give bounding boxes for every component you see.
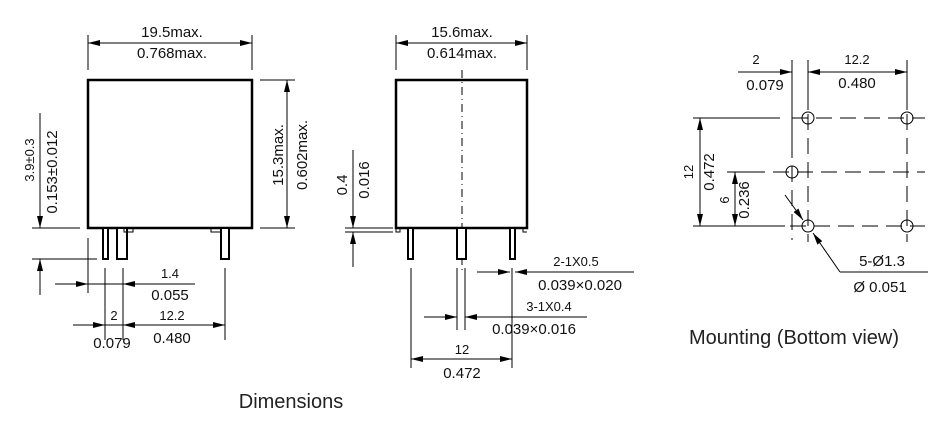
half-mm-label: 6 bbox=[717, 196, 732, 203]
pin bbox=[116, 227, 128, 260]
pitch-mm-label: 12 bbox=[455, 342, 469, 357]
pin bbox=[102, 227, 109, 260]
hole bbox=[900, 111, 914, 125]
pin-length-in-label: 0.153±0.012 bbox=[44, 130, 61, 213]
pin bbox=[407, 227, 414, 260]
pitch-a-mm-label: 2 bbox=[110, 308, 117, 323]
pitch-y-mm-label: 12 bbox=[681, 165, 696, 179]
pin-b-mm-label: 3-1X0.4 bbox=[526, 299, 572, 314]
pin-b-in-label: 0.039×0.016 bbox=[492, 321, 576, 338]
mounting-view: 2 0.079 12.2 0.480 12 0.472 6 0.236 5-Ø1… bbox=[681, 52, 928, 296]
relay-body bbox=[394, 78, 529, 230]
dimensions-caption: Dimensions bbox=[239, 391, 343, 413]
offset-mm-label: 2 bbox=[752, 52, 759, 67]
width-in-label: 0.768max. bbox=[137, 45, 207, 62]
hole bbox=[785, 165, 799, 179]
pitch-y-in-label: 0.472 bbox=[701, 153, 718, 191]
offset-in-label: 0.079 bbox=[746, 77, 784, 94]
pitch-x-in-label: 0.480 bbox=[838, 75, 876, 92]
front-view: 15.6max. 0.614max. 0.4 0.016 2-1X0.5 0.0… bbox=[334, 24, 634, 382]
half-in-label: 0.236 bbox=[736, 181, 753, 219]
pin-a-mm-label: 2-1X0.5 bbox=[553, 254, 599, 269]
pin-length-mm-label: 3.9±0.3 bbox=[22, 138, 37, 181]
pitch-x-mm-label: 12.2 bbox=[844, 52, 869, 67]
height-in-label: 0.602max. bbox=[294, 120, 311, 190]
side-view: 19.5max. 0.768max. 15.3max. 0.602max. 3.… bbox=[22, 24, 311, 352]
relay-body bbox=[86, 78, 254, 230]
hole-in-label: Ø 0.051 bbox=[853, 279, 906, 296]
width-mm-label: 19.5max. bbox=[141, 24, 203, 41]
pin-a-in-label: 0.039×0.020 bbox=[538, 277, 622, 294]
width-in-label: 0.614max. bbox=[427, 45, 497, 62]
pitch-a-in-label: 0.079 bbox=[93, 335, 131, 352]
standoff-mm-label: 0.4 bbox=[334, 175, 351, 196]
pin bbox=[456, 227, 467, 260]
offset-mm-label: 1.4 bbox=[161, 266, 179, 281]
standoff-in-label: 0.016 bbox=[356, 161, 373, 199]
pitch-in-label: 0.472 bbox=[443, 365, 481, 382]
hole-mm-label: 5-Ø1.3 bbox=[859, 253, 905, 270]
pin bbox=[509, 227, 516, 260]
pin bbox=[220, 227, 230, 260]
hole bbox=[801, 219, 815, 233]
mounting-caption: Mounting (Bottom view) bbox=[689, 327, 899, 349]
offset-in-label: 0.055 bbox=[151, 287, 189, 304]
pitch-b-mm-label: 12.2 bbox=[159, 308, 184, 323]
pitch-b-in-label: 0.480 bbox=[153, 330, 191, 347]
hole bbox=[801, 111, 815, 125]
height-mm-label: 15.3max. bbox=[270, 124, 287, 186]
mounting-holes bbox=[785, 111, 914, 233]
hole bbox=[900, 219, 914, 233]
width-mm-label: 15.6max. bbox=[431, 24, 493, 41]
